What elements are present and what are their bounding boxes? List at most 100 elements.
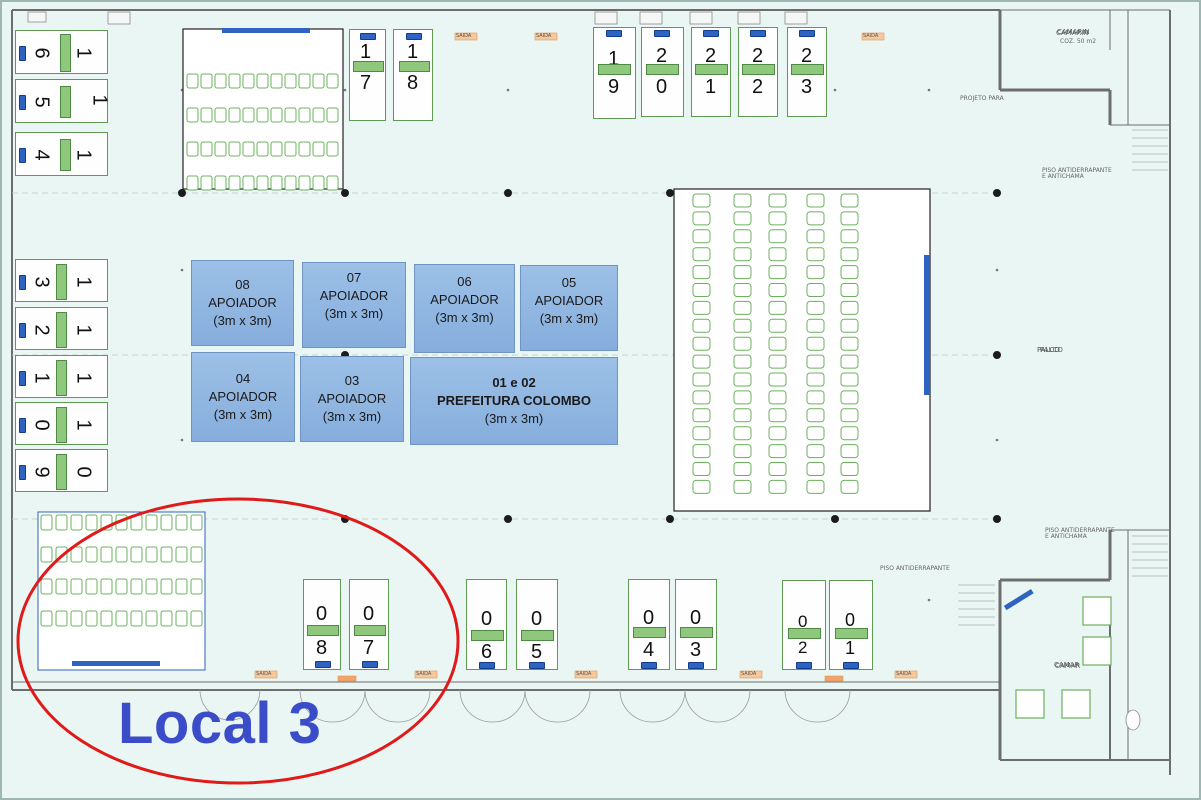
seat [326, 175, 339, 191]
seat [312, 175, 325, 191]
svg-text:PROJETO PARA: PROJETO PARA [960, 95, 1005, 102]
seat [692, 283, 711, 297]
seat [85, 546, 98, 563]
seat [326, 141, 339, 157]
seat [806, 193, 825, 208]
seat [228, 141, 241, 157]
seat [130, 578, 143, 595]
svg-text:PISO ANTIDERRAPANTE: PISO ANTIDERRAPANTE [880, 565, 950, 572]
seat [768, 318, 787, 333]
seat [115, 610, 128, 627]
seat [692, 444, 711, 459]
seat [284, 73, 297, 89]
seat [840, 408, 859, 423]
seat [214, 141, 227, 157]
seat [160, 514, 173, 531]
seat [200, 175, 213, 191]
seat [298, 107, 311, 123]
seat [175, 610, 188, 627]
seat [840, 336, 859, 351]
seat [806, 283, 825, 297]
seat [806, 462, 825, 476]
seat [200, 141, 213, 157]
seat [840, 462, 859, 476]
seat [100, 546, 113, 563]
seat [242, 175, 255, 191]
seat [298, 141, 311, 157]
seat [733, 265, 752, 280]
seat [768, 372, 787, 387]
svg-text:PALCO: PALCO [1040, 346, 1063, 354]
seat [284, 107, 297, 123]
seat [768, 300, 787, 315]
seat [806, 247, 825, 262]
seat [806, 408, 825, 423]
seat [326, 73, 339, 89]
seat [214, 175, 227, 191]
seat [40, 610, 53, 627]
seat [85, 578, 98, 595]
seat [768, 354, 787, 369]
seat [733, 318, 752, 333]
seat [284, 141, 297, 157]
seat [115, 546, 128, 563]
seat [40, 514, 53, 531]
seat [806, 211, 825, 226]
seat [692, 229, 711, 244]
seat [242, 141, 255, 157]
seat [70, 610, 83, 627]
svg-text:PISO ANTIDERRAPANTE: PISO ANTIDERRAPANTE [1045, 527, 1115, 534]
seat [840, 318, 859, 333]
seat [768, 336, 787, 351]
seat [840, 247, 859, 262]
seat [130, 546, 143, 563]
seat [806, 372, 825, 387]
seat [228, 175, 241, 191]
seat [256, 107, 269, 123]
seat [692, 426, 711, 441]
seat [806, 300, 825, 315]
seat [806, 426, 825, 441]
seat [145, 514, 158, 531]
seat [733, 390, 752, 405]
seat [692, 193, 711, 208]
seat [145, 610, 158, 627]
seat [768, 426, 787, 441]
seat [692, 354, 711, 369]
seat [806, 229, 825, 244]
seat [733, 300, 752, 315]
seat [284, 175, 297, 191]
seat [840, 354, 859, 369]
seat [768, 283, 787, 297]
seat [692, 408, 711, 423]
seat [40, 546, 53, 563]
seat [256, 141, 269, 157]
seat [733, 211, 752, 226]
seat [85, 514, 98, 531]
seat [228, 73, 241, 89]
seat [692, 211, 711, 226]
seat [160, 546, 173, 563]
seat [145, 546, 158, 563]
seat [806, 265, 825, 280]
seat [840, 390, 859, 405]
seat [256, 175, 269, 191]
seat [768, 408, 787, 423]
seat [100, 578, 113, 595]
seat [298, 175, 311, 191]
seat [228, 107, 241, 123]
seat [692, 462, 711, 476]
seat [242, 107, 255, 123]
seat [175, 514, 188, 531]
svg-text:E ANTICHAMA: E ANTICHAMA [1045, 533, 1088, 540]
seat [40, 578, 53, 595]
seat [256, 73, 269, 89]
seat [733, 193, 752, 208]
seat [768, 211, 787, 226]
seat [806, 444, 825, 459]
seat [692, 390, 711, 405]
seat [242, 73, 255, 89]
seat [768, 390, 787, 405]
seat [186, 175, 199, 191]
seat [692, 336, 711, 351]
